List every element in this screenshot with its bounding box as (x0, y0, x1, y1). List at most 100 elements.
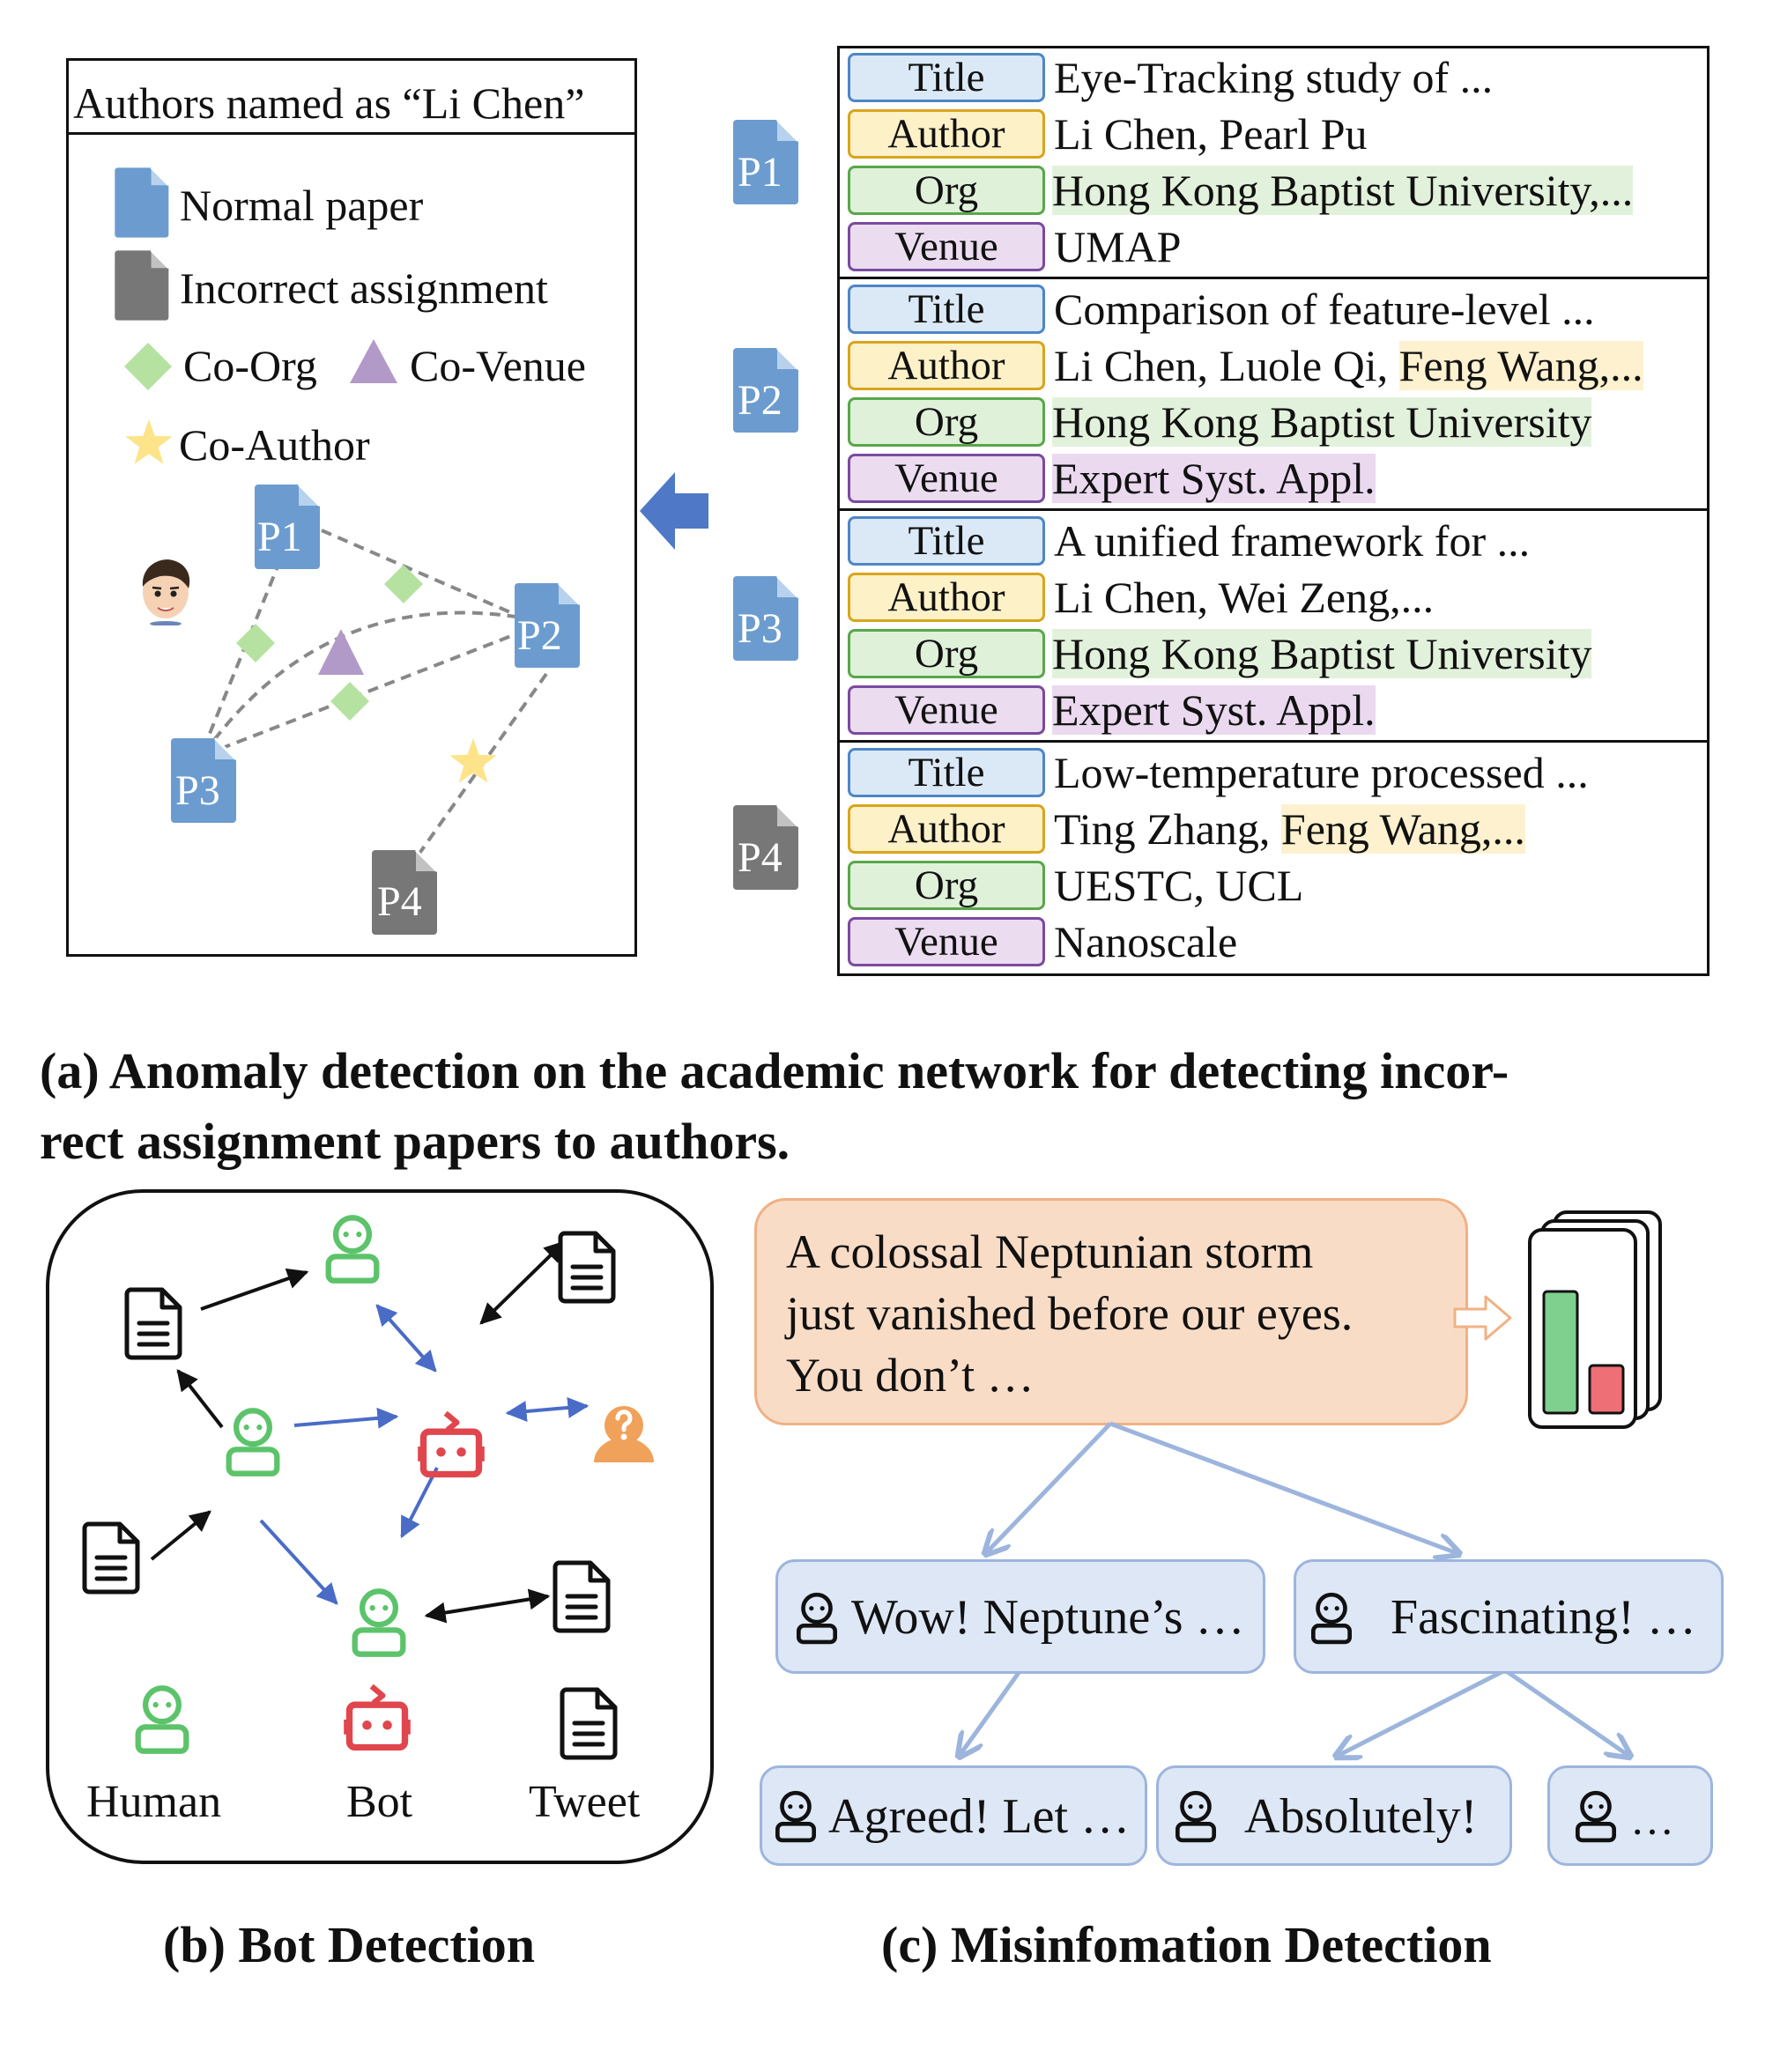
table-divider (837, 508, 1710, 511)
tag-venue: Venue (848, 454, 1045, 503)
bot-network-edges (150, 1240, 590, 1624)
caption-a-line1: (a) Anomaly detection on the academic ne… (40, 1042, 1509, 1099)
tag-title: Title (848, 53, 1045, 102)
bot-node-icon (414, 1410, 488, 1484)
author-graph-edges (205, 529, 548, 856)
p1-author: Li Chen, Pearl Pu (1054, 109, 1368, 159)
paper-p4-id: P4 (738, 834, 782, 881)
p2-title: Comparison of feature-level ... (1054, 285, 1595, 334)
table-divider (837, 277, 1710, 279)
tag-title: Title (848, 748, 1045, 797)
authors-box-title: Authors named as “Li Chen” (73, 78, 585, 128)
propagation-tree-edges (754, 1421, 1724, 1780)
p4-title: Low-temperature processed ... (1054, 748, 1589, 797)
graph-node-p1-label: P1 (257, 514, 302, 560)
tag-org: Org (848, 397, 1045, 447)
human-node-icon (315, 1212, 389, 1286)
legend-bot-label: Bot (346, 1777, 413, 1827)
legend-tweet-icon (559, 1686, 620, 1760)
p4-author: Ting Zhang, Feng Wang,... (1054, 804, 1525, 854)
graph-node-p3-label: P3 (175, 767, 220, 814)
p3-venue: Expert Syst. Appl. (1052, 685, 1376, 735)
p1-title: Eye-Tracking study of ... (1054, 53, 1494, 102)
caption-b: (b) Bot Detection (163, 1916, 536, 1973)
co-org-diamond-icon (124, 343, 172, 390)
legend-human-label: Human (86, 1777, 222, 1827)
unknown-user-icon (589, 1399, 659, 1469)
tag-author: Author (848, 804, 1045, 854)
tag-venue: Venue (848, 917, 1045, 966)
tag-author: Author (848, 573, 1045, 622)
reply-text: Agreed! Let … (828, 1789, 1131, 1844)
reply-text: Absolutely! (1244, 1789, 1478, 1844)
p4-author-shared: Feng Wang,... (1280, 804, 1525, 854)
reply-node (760, 1765, 1147, 1866)
table-divider (837, 740, 1710, 743)
legend-co-venue-label: Co-Venue (410, 341, 586, 390)
user-icon (1168, 1788, 1223, 1843)
legend-human-icon (125, 1683, 199, 1757)
tag-org: Org (848, 629, 1045, 678)
paper-p2-id: P2 (738, 377, 782, 424)
root-post-line2: just vanished before our eyes. (786, 1287, 1354, 1340)
authors-box (66, 58, 637, 957)
reply-node (1294, 1559, 1724, 1674)
p2-org: Hong Kong Baptist University (1052, 397, 1592, 447)
reply-text: … (1630, 1794, 1674, 1844)
authors-box-divider (66, 132, 637, 135)
p3-title: A unified framework for ... (1054, 516, 1531, 566)
p2-author-shared: Feng Wang,... (1398, 341, 1643, 390)
tweet-node-icon (81, 1521, 143, 1595)
user-icon (1569, 1788, 1623, 1843)
root-post-line1: A colossal Neptunian storm (786, 1225, 1314, 1278)
tag-venue: Venue (848, 685, 1045, 735)
p2-author-plain: Li Chen, Luole Qi, (1054, 341, 1399, 390)
graph-node-p2-label: P2 (517, 612, 562, 659)
tag-title: Title (848, 516, 1045, 566)
user-icon (790, 1590, 844, 1645)
p2-author: Li Chen, Luole Qi, Feng Wang,... (1054, 341, 1643, 390)
user-icon (768, 1788, 823, 1843)
classifier-chart-icon (1528, 1210, 1662, 1429)
tweet-node-icon (557, 1230, 619, 1304)
legend-tweet-label: Tweet (529, 1777, 641, 1827)
p2-venue: Expert Syst. Appl. (1052, 454, 1376, 503)
tag-venue: Venue (848, 222, 1045, 271)
left-arrow-icon (640, 472, 708, 550)
author-avatar-icon (142, 559, 190, 625)
legend-incorrect-label: Incorrect assignment (180, 263, 548, 313)
tweet-node-icon (123, 1286, 185, 1360)
tag-org: Org (848, 166, 1045, 215)
paper-p3-id: P3 (738, 605, 782, 652)
human-node-icon (216, 1405, 290, 1479)
p4-author-plain: Ting Zhang, (1054, 804, 1281, 854)
caption-a-line2: rect assignment papers to authors. (40, 1113, 790, 1170)
tag-title: Title (848, 285, 1045, 334)
legend-bot-icon (340, 1683, 414, 1757)
bot-network-box (46, 1189, 714, 1864)
legend-normal-label: Normal paper (180, 181, 424, 230)
p1-venue: UMAP (1054, 222, 1182, 271)
reply-node (1156, 1765, 1512, 1866)
reply-text: Wow! Neptune’s … (851, 1590, 1245, 1645)
root-post-line3: You don’t … (786, 1349, 1035, 1402)
co-author-star-icon (125, 419, 173, 464)
legend-co-author-label: Co-Author (179, 420, 370, 470)
p3-org: Hong Kong Baptist University (1052, 629, 1592, 678)
tag-author: Author (848, 341, 1045, 390)
p4-org: UESTC, UCL (1054, 861, 1304, 910)
human-node-icon (342, 1586, 416, 1660)
hollow-right-arrow-icon (1453, 1295, 1512, 1341)
tag-org: Org (848, 861, 1045, 910)
p4-venue: Nanoscale (1054, 917, 1238, 966)
caption-c: (c) Misinfomation Detection (881, 1916, 1492, 1973)
legend-co-org-label: Co-Org (183, 341, 317, 390)
reply-node (1547, 1765, 1713, 1866)
tweet-node-icon (552, 1559, 613, 1633)
reply-text: Fascinating! … (1391, 1590, 1696, 1645)
tag-author: Author (848, 109, 1045, 159)
reply-node (775, 1559, 1265, 1674)
p1-org: Hong Kong Baptist University,... (1052, 166, 1634, 215)
paper-p1-id: P1 (738, 149, 782, 196)
graph-node-p4-label: P4 (377, 878, 422, 925)
